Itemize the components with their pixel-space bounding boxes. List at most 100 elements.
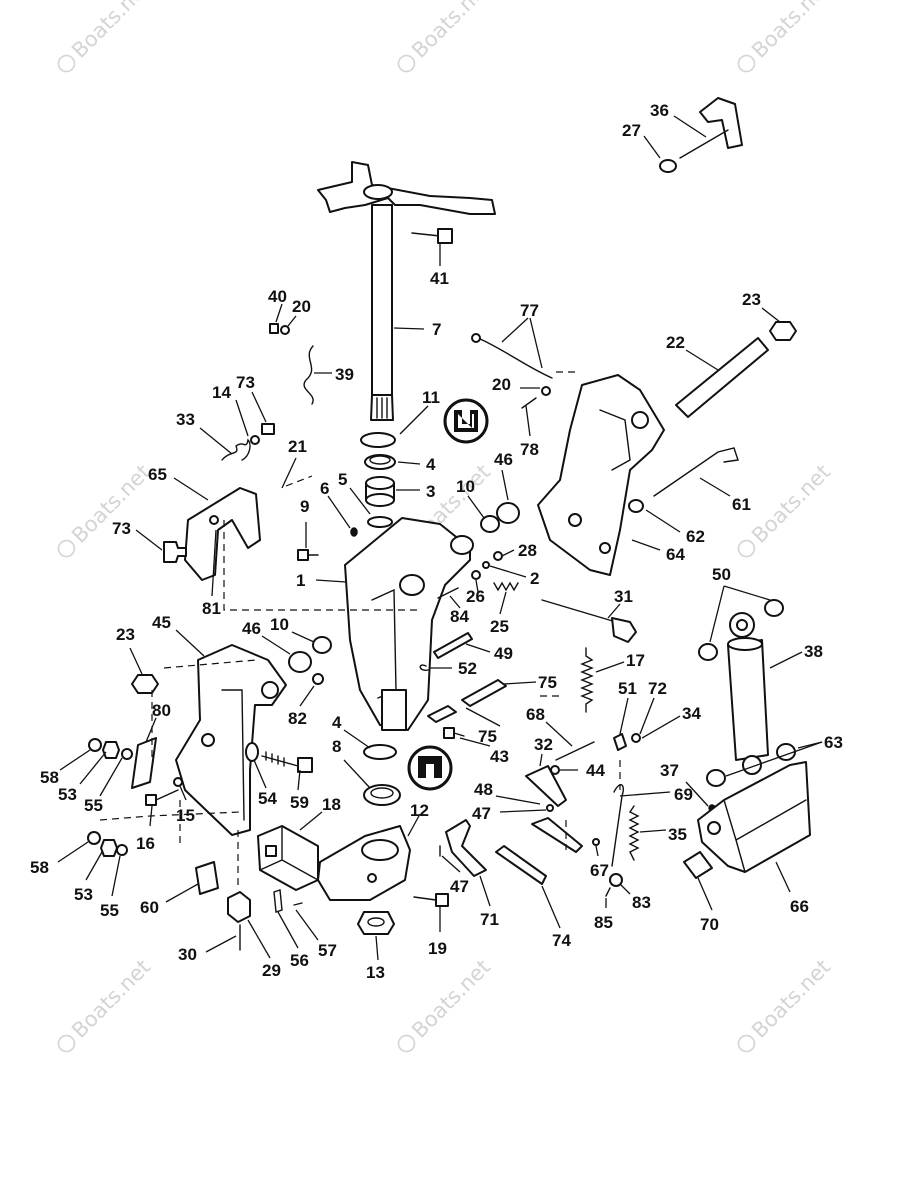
lubricant-note-icon-1: [443, 398, 489, 444]
callout-54: 54: [258, 789, 277, 808]
bolt-19: [413, 893, 449, 907]
callout-50: 50: [712, 565, 731, 584]
callout-83: 83: [632, 893, 651, 912]
pin-6: [350, 527, 358, 537]
callout-11: 11: [422, 388, 440, 407]
link-plate-71: [445, 819, 487, 877]
watermark: Boats.net: [67, 0, 155, 63]
callout-77: 77: [520, 301, 539, 320]
callout-45: 45: [152, 613, 171, 632]
callout-53: 53: [58, 785, 77, 804]
link-plate-48: [525, 765, 567, 807]
washer-28: [493, 551, 503, 561]
parts-layer: [57, 97, 823, 961]
callout-22: 22: [666, 333, 685, 352]
clip-51: [613, 733, 627, 751]
screw-78: [521, 386, 551, 409]
link-plate-74: [495, 845, 547, 885]
callout-70: 70: [700, 915, 719, 934]
spring-17: [580, 647, 594, 713]
callout-62: 62: [686, 527, 705, 546]
callout-13: 13: [366, 963, 385, 982]
washer-11: [360, 432, 396, 448]
callout-55: 55: [100, 901, 119, 920]
o-ring-5: [367, 516, 393, 528]
cable-77: [471, 333, 553, 379]
callout-58: 58: [40, 768, 59, 787]
nut-13: [357, 911, 395, 935]
callout-38: 38: [804, 642, 823, 661]
callout-6: 6: [320, 479, 329, 498]
callout-68: 68: [526, 705, 545, 724]
plate-80: [131, 737, 157, 789]
callout-78: 78: [520, 440, 539, 459]
steering-arm-shaft: [317, 161, 496, 421]
callout-49: 49: [494, 644, 513, 663]
callout-17: 17: [626, 651, 645, 670]
washer-46-top: [496, 502, 520, 524]
callout-85: 85: [594, 913, 613, 932]
callout-73: 73: [236, 373, 255, 392]
callout-23: 23: [116, 625, 135, 644]
nut-53-lower: [100, 839, 118, 857]
screw-40: [269, 323, 290, 335]
tilt-cylinder-38: [727, 612, 769, 775]
callout-layer: 36 27 41 40 20 7 39 77 23 22 14 73 33 11…: [30, 101, 843, 982]
bushing-83: [609, 873, 623, 887]
watermark: Boats.net: [407, 955, 495, 1043]
bushing-62: [628, 499, 644, 513]
clamp-housing-12: [317, 825, 411, 901]
callout-75: 75: [478, 727, 497, 746]
rod-69: [611, 784, 624, 867]
nut-23-top: [769, 321, 797, 341]
callout-47: 47: [472, 804, 491, 823]
nut-44: [550, 765, 560, 775]
callout-73: 73: [112, 519, 131, 538]
callout-10: 10: [456, 477, 475, 496]
callout-66: 66: [790, 897, 809, 916]
callout-40: 40: [268, 287, 287, 306]
bolt-41: [411, 228, 453, 244]
callout-19: 19: [428, 939, 447, 958]
pin-70: [683, 851, 713, 879]
callout-37: 37: [660, 761, 679, 780]
callout-1: 1: [296, 571, 305, 590]
lever-rod-31: [541, 599, 637, 643]
lubricant-note-icon-2: [407, 745, 453, 791]
callout-44: 44: [586, 761, 605, 780]
pin-84: [437, 587, 459, 599]
callout-57: 57: [318, 941, 337, 960]
ground-strap-39: [303, 345, 314, 405]
washer-72: [631, 733, 641, 743]
callout-47: 47: [450, 877, 469, 896]
callout-84: 84: [450, 607, 469, 626]
spring-25: [493, 581, 519, 592]
callout-39: 39: [335, 365, 354, 384]
screw-67: [592, 838, 600, 846]
callout-69: 69: [674, 785, 693, 804]
stern-bracket-left-45: [175, 644, 287, 836]
seal-4-lower: [363, 744, 397, 760]
pin-26: [471, 570, 481, 580]
plate-60: [195, 861, 219, 895]
callout-60: 60: [140, 898, 159, 917]
callout-72: 72: [648, 679, 667, 698]
callout-43: 43: [490, 747, 509, 766]
spring-35: [628, 805, 640, 861]
callout-18: 18: [322, 795, 341, 814]
callout-64: 64: [666, 545, 685, 564]
callout-2: 2: [530, 569, 539, 588]
cap-58-lower: [87, 831, 101, 845]
bushing-82: [312, 673, 324, 685]
swivel-bracket-1: [344, 517, 474, 731]
callout-8: 8: [332, 737, 341, 756]
washer-54: [245, 742, 259, 762]
pin-73: [163, 541, 187, 563]
link-75-lower: [427, 705, 457, 723]
bushing-50-b: [764, 599, 784, 617]
stern-bracket-right-64: [537, 374, 665, 576]
watermark: Boats.net: [747, 0, 835, 63]
callout-36: 36: [650, 101, 669, 120]
bushing-63-b: [706, 769, 726, 787]
callout-46: 46: [242, 619, 261, 638]
